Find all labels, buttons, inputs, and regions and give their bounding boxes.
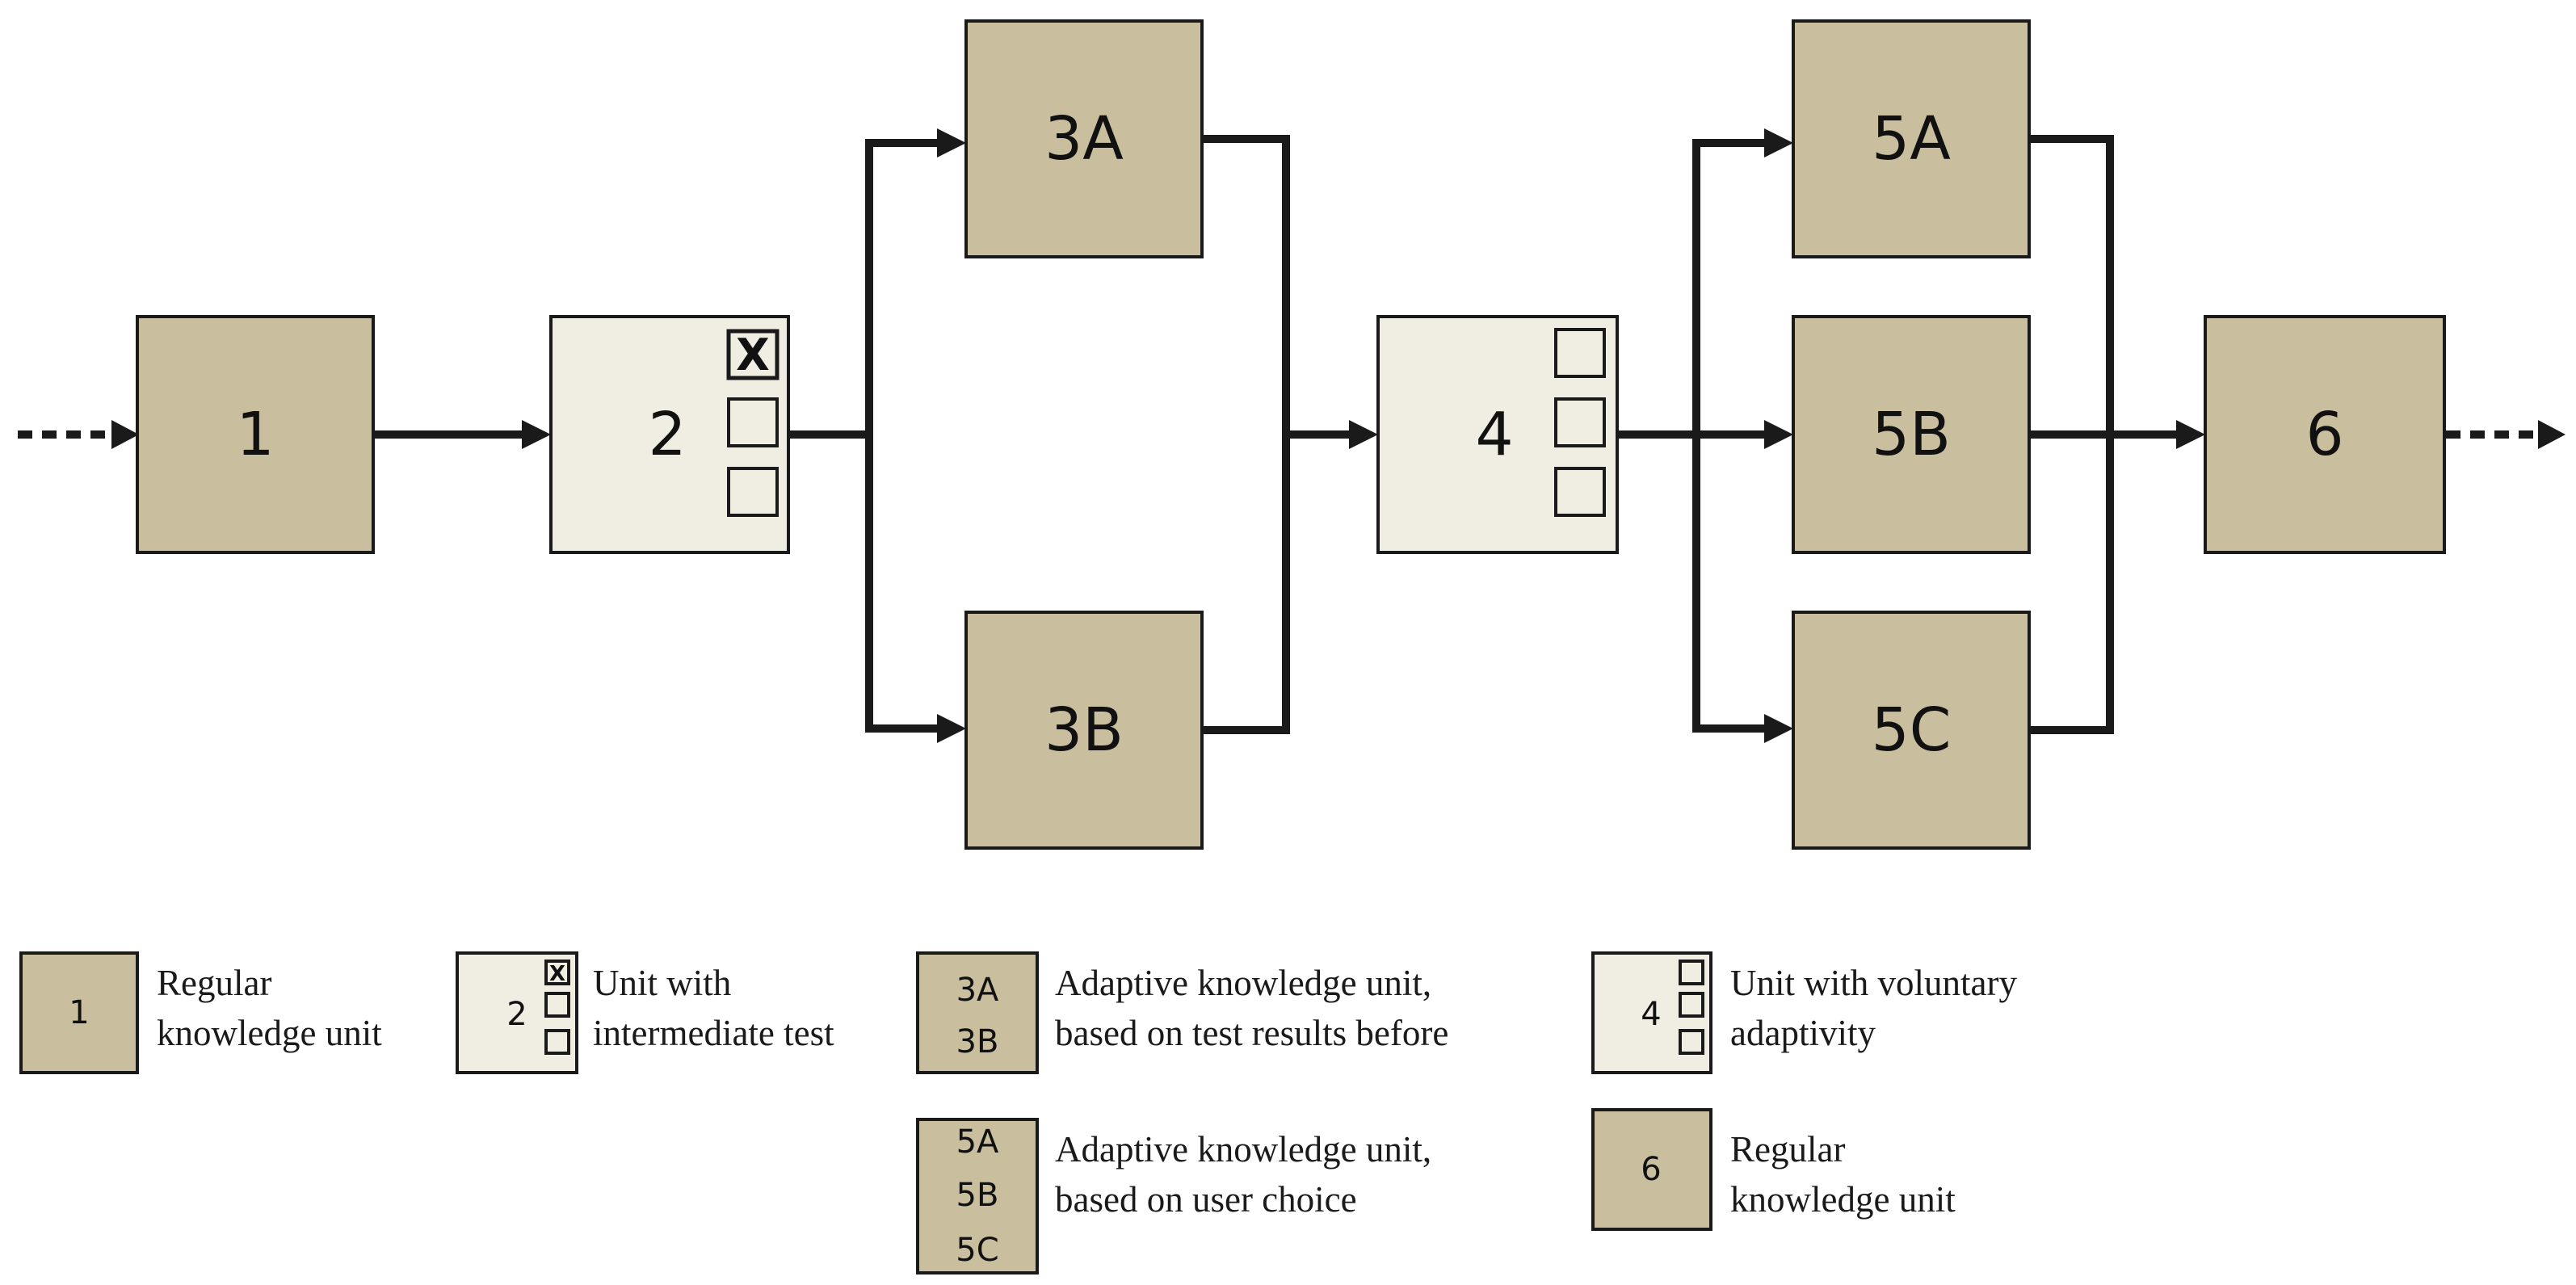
node-labels: 1 2 3A 3B 4 5A 5B 5C 6 xyxy=(236,104,2343,765)
legend-adaptive-test-box-label-2: 3B xyxy=(956,1023,999,1060)
node-3b xyxy=(964,611,1204,850)
legend-regular-end: 6 Regular knowledge unit xyxy=(1591,1108,1956,1231)
node-6-label: 6 xyxy=(2305,400,2343,469)
legend-regular-end-box xyxy=(1591,1108,1712,1231)
legend-check-mark: X xyxy=(549,962,565,986)
legend-regular-box xyxy=(19,951,139,1074)
legend-voluntary-line1: Unit with voluntary xyxy=(1730,963,2017,1003)
checkbox-icon xyxy=(1679,992,1704,1018)
legend-regular-end-line1: Regular xyxy=(1730,1129,1845,1170)
node-3b-label: 3B xyxy=(1044,695,1124,765)
checkbox-icon xyxy=(1679,960,1704,985)
checkbox-icon xyxy=(1554,328,1606,378)
legend-adaptive-test: 3A 3B Adaptive knowledge unit, based on … xyxy=(916,951,1448,1074)
arrow-icon xyxy=(1349,420,1378,449)
nodes xyxy=(136,19,2446,850)
checked-box-icon xyxy=(726,329,780,380)
arrow-icon xyxy=(522,420,551,449)
legend-voluntary-box-label: 4 xyxy=(1641,996,1661,1033)
node-1-label: 1 xyxy=(236,400,274,469)
node-5b xyxy=(1792,315,2031,554)
checkbox-icon xyxy=(544,992,570,1018)
arrow-icon xyxy=(2176,420,2205,449)
arrow-icon xyxy=(1764,128,1793,157)
node-5a xyxy=(1792,19,2031,258)
legend-adaptive-test-line2: based on test results before xyxy=(1055,1013,1448,1053)
legend-adaptive-choice: 5A 5B 5C Adaptive knowledge unit, based … xyxy=(916,1118,1431,1275)
node-5c-label: 5C xyxy=(1872,695,1952,765)
arrow-icon xyxy=(1764,714,1793,743)
legend-adaptive-choice-box-label-3: 5C xyxy=(956,1232,998,1269)
node-3a xyxy=(964,19,1204,258)
legend-adaptive-choice-box-label-2: 5B xyxy=(956,1177,999,1214)
checkbox-icon xyxy=(1554,467,1606,517)
legend-regular-line2: knowledge unit xyxy=(157,1013,382,1053)
legend-regular-line1: Regular xyxy=(157,963,271,1003)
test-check-mark: X xyxy=(736,330,770,380)
legend-voluntary-line2: adaptivity xyxy=(1730,1013,1876,1053)
arrow-icon xyxy=(937,128,966,157)
legend-intermediate-line2: intermediate test xyxy=(593,1013,834,1053)
legend-adaptive-choice-box xyxy=(916,1118,1039,1275)
node-3a-label: 3A xyxy=(1044,104,1124,174)
node-2-label: 2 xyxy=(648,400,686,469)
legend-intermediate: 2 X Unit with intermediate test xyxy=(456,951,834,1074)
legend-adaptive-choice-line1: Adaptive knowledge unit, xyxy=(1055,1129,1431,1170)
legend-regular-box-label: 1 xyxy=(69,994,89,1031)
checkbox-icon xyxy=(727,397,779,447)
checkbox-icon xyxy=(1554,397,1606,447)
node-1 xyxy=(136,315,375,554)
legend-regular: 1 Regular knowledge unit xyxy=(19,951,382,1074)
legend-adaptive-choice-box-label-1: 5A xyxy=(956,1123,999,1161)
legend-intermediate-box-label: 2 xyxy=(506,996,527,1033)
node-5a-label: 5A xyxy=(1872,104,1951,174)
checkbox-icon xyxy=(1679,1029,1704,1055)
legend-adaptive-test-box xyxy=(916,951,1039,1074)
checkbox-icon xyxy=(544,1029,570,1055)
legend-adaptive-choice-line2: based on user choice xyxy=(1055,1179,1357,1220)
arrow-icon xyxy=(2538,420,2565,449)
arrow-icon xyxy=(111,420,139,449)
connectors xyxy=(18,128,2565,743)
node-5b-label: 5B xyxy=(1872,400,1951,469)
arrow-icon xyxy=(1764,420,1793,449)
node-4-label: 4 xyxy=(1475,400,1513,469)
node-5c xyxy=(1792,611,2031,850)
legend-regular-end-line2: knowledge unit xyxy=(1730,1179,1956,1220)
checked-box-icon xyxy=(544,960,570,985)
legend-voluntary: 4 Unit with voluntary adaptivity xyxy=(1591,951,2017,1074)
node-6 xyxy=(2204,315,2446,554)
legend-adaptive-test-box-label-1: 3A xyxy=(956,972,999,1009)
arrow-icon xyxy=(937,714,966,743)
legend-adaptive-test-line1: Adaptive knowledge unit, xyxy=(1055,963,1431,1003)
legend-regular-end-box-label: 6 xyxy=(1641,1151,1661,1188)
checkbox-icon xyxy=(727,467,779,517)
legend-intermediate-line1: Unit with xyxy=(593,963,731,1003)
legend: 1 Regular knowledge unit 2 X Unit with i… xyxy=(19,951,2017,1275)
